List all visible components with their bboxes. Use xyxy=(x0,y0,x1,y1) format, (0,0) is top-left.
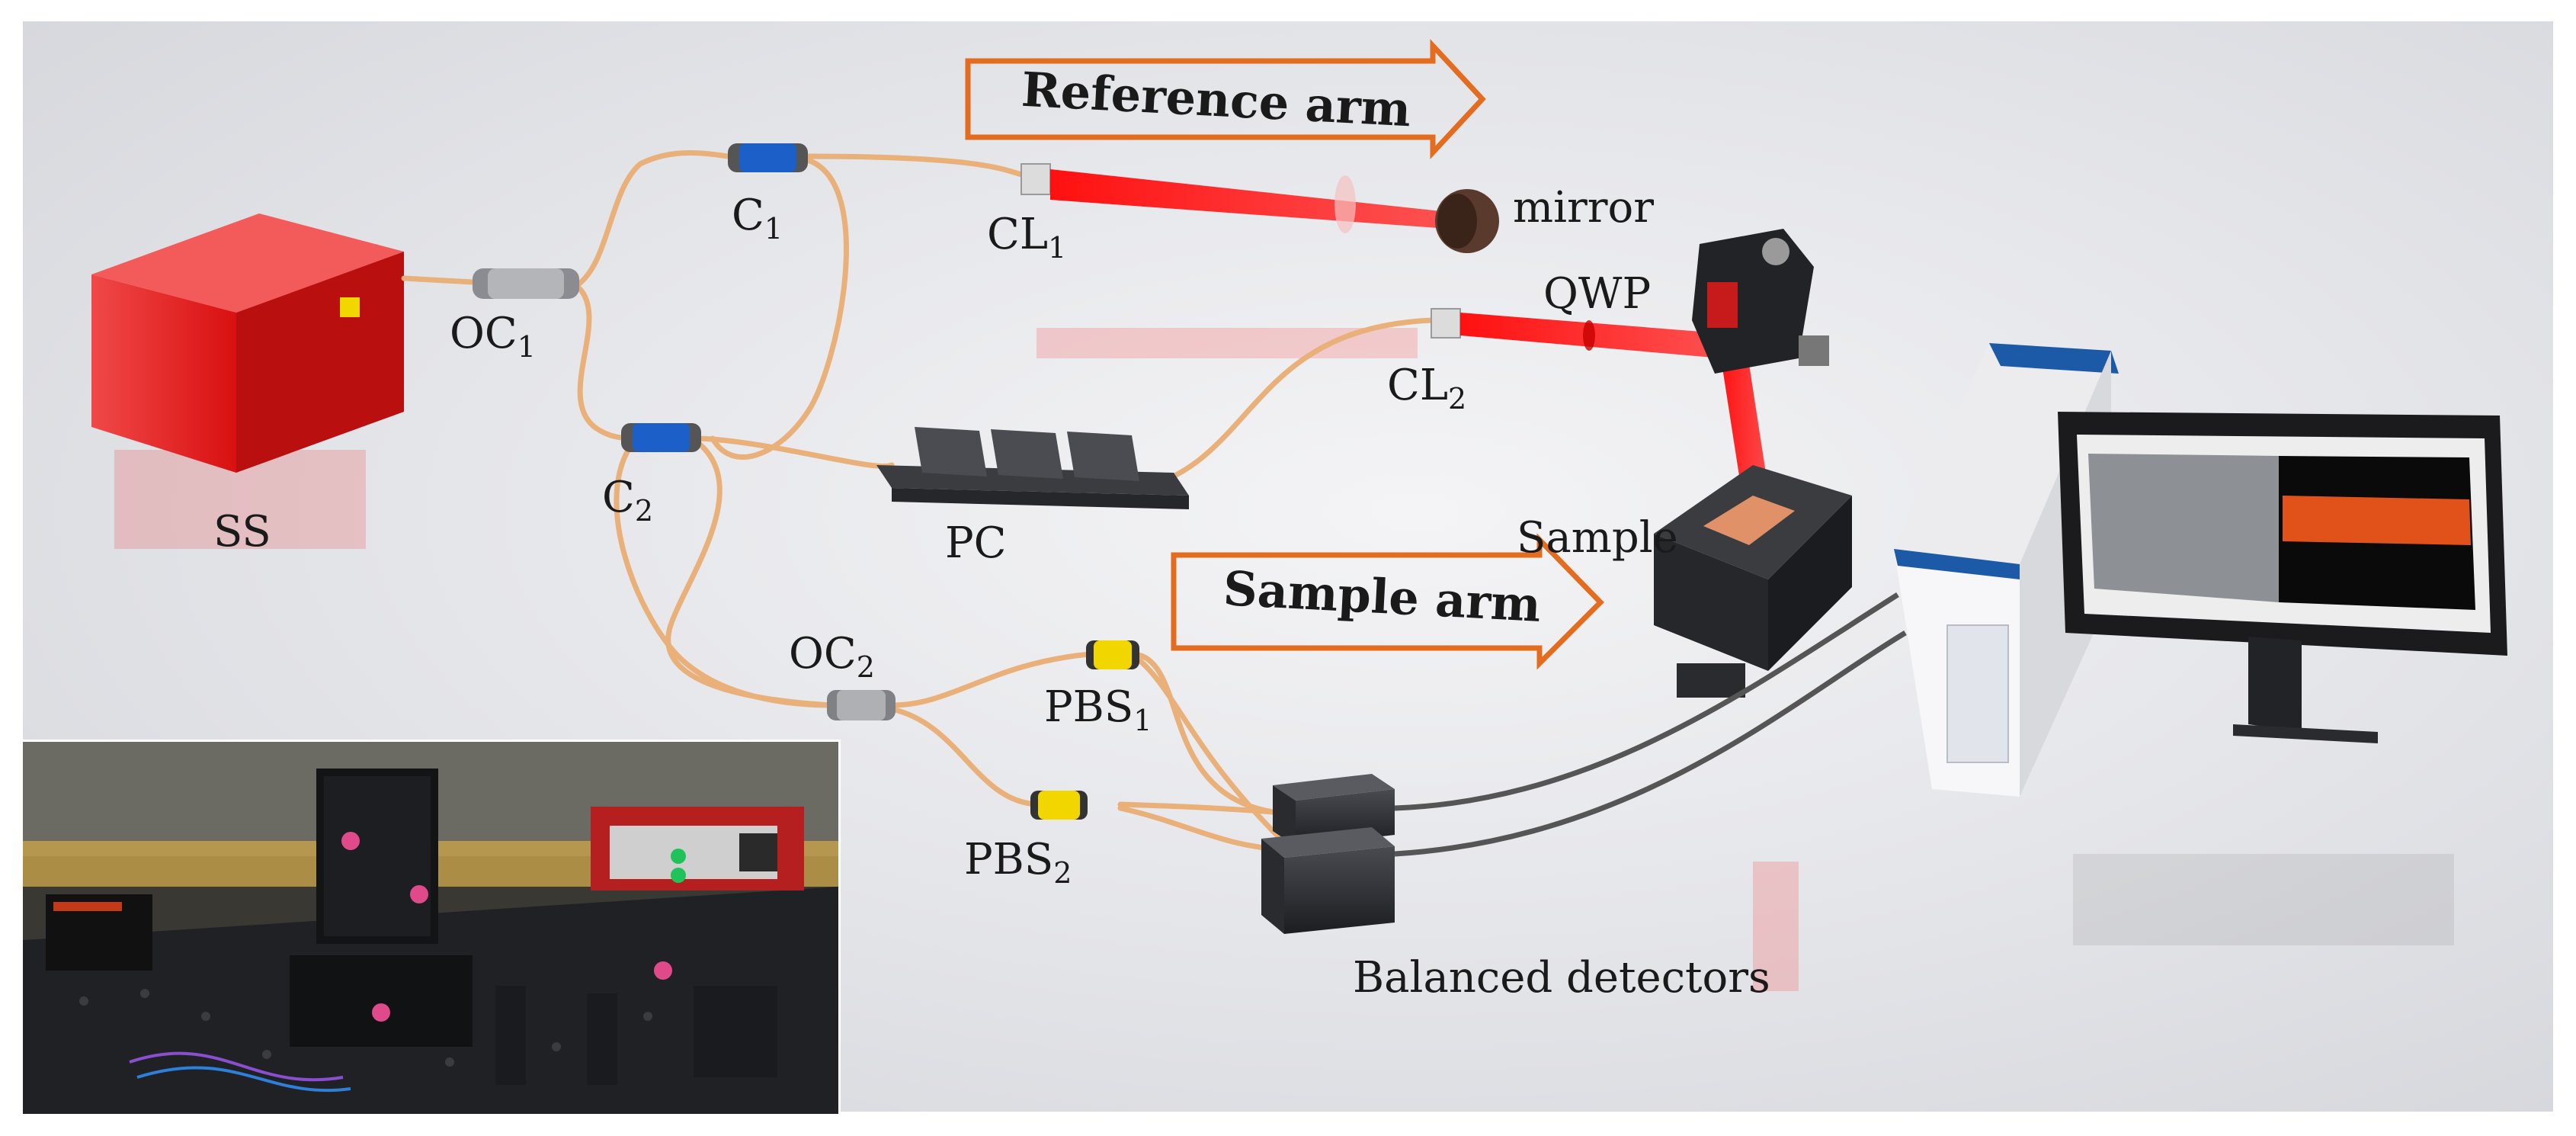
polarization-controller xyxy=(876,427,1189,509)
label-balanced-detectors: Balanced detectors xyxy=(1353,953,1770,1003)
label-pc: PC xyxy=(945,518,1007,568)
label-qwp: QWP xyxy=(1543,269,1652,319)
sample-tissue xyxy=(1703,496,1795,545)
label-ss: SS xyxy=(213,507,271,557)
qwp-plate xyxy=(1583,320,1595,351)
label-cl2: CL2 xyxy=(1387,361,1467,416)
pbs1-splitter xyxy=(1086,640,1139,669)
source-indicator-icon xyxy=(340,297,360,317)
floor-reflections xyxy=(114,328,2454,991)
swept-source-box xyxy=(91,213,404,473)
setup-photo-illustration xyxy=(23,742,838,1114)
pbs2-splitter xyxy=(1030,791,1088,820)
collimator-cl1 xyxy=(1020,163,1051,195)
reference-arm-arrow xyxy=(965,39,1486,159)
sample-stage xyxy=(1654,465,1852,698)
setup-photo-inset xyxy=(23,740,841,1114)
reference-mirror xyxy=(1435,189,1499,253)
optical-fibers xyxy=(401,150,1436,853)
oct-bscan-gray xyxy=(2088,454,2279,602)
label-oc1: OC1 xyxy=(450,309,536,364)
label-oc2: OC2 xyxy=(789,629,875,684)
sample-arm-arrow xyxy=(1171,533,1604,670)
coupler-c2 xyxy=(621,423,701,452)
label-sample: Sample xyxy=(1517,513,1678,563)
coupler-c1 xyxy=(728,143,808,172)
label-c1: C1 xyxy=(732,191,783,245)
reference-beam xyxy=(1050,169,1448,229)
label-mirror: mirror xyxy=(1513,183,1655,233)
label-pbs1: PBS1 xyxy=(1044,682,1152,737)
label-cl1: CL1 xyxy=(987,210,1067,265)
reference-lens xyxy=(1334,175,1356,233)
galvo-scanner xyxy=(1692,229,1829,374)
balanced-detector-2 xyxy=(1261,827,1395,934)
detector-cables xyxy=(1394,592,1907,857)
oct-bscan-color xyxy=(2283,496,2471,545)
collimator-cl2 xyxy=(1431,308,1461,339)
monitor xyxy=(2058,412,2507,743)
label-pbs2: PBS2 xyxy=(964,835,1072,890)
coupler-oc1 xyxy=(473,268,579,299)
label-c2: C2 xyxy=(602,473,654,528)
coupler-oc2 xyxy=(827,690,896,720)
